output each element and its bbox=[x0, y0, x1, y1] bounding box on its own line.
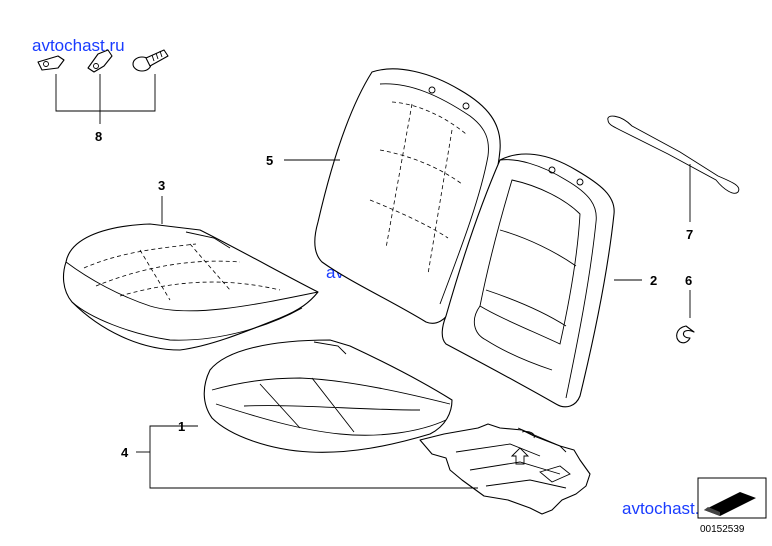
bracket-a bbox=[37, 55, 65, 71]
part-4-label: 4 bbox=[121, 445, 129, 460]
part-5-label: 5 bbox=[266, 153, 273, 168]
part-2-backrest-pad: 2 bbox=[441, 153, 657, 408]
bracket-b bbox=[87, 49, 113, 73]
part-1-label: 1 bbox=[178, 419, 185, 434]
part-3-seat-cover: 3 bbox=[62, 178, 319, 351]
part-4-bracket-line bbox=[149, 425, 478, 489]
part-6-clip: 6 bbox=[676, 273, 695, 344]
part-7-label: 7 bbox=[686, 227, 693, 242]
screw bbox=[132, 49, 169, 72]
part-5-backrest-cover: 5 bbox=[266, 68, 501, 324]
part-8-label: 8 bbox=[95, 129, 102, 144]
watermark-bottom-right: avtochast.ru bbox=[622, 499, 715, 518]
part-1-seat-pad: 1 bbox=[154, 339, 453, 453]
part-2-label: 2 bbox=[650, 273, 657, 288]
part-6-label: 6 bbox=[685, 273, 692, 288]
diagram-reference-icon: 00152539 bbox=[697, 477, 767, 535]
part-3-label: 3 bbox=[158, 178, 165, 193]
watermark-top-left: avtochast.ru bbox=[32, 36, 125, 55]
part-4-seat-mat: 4 bbox=[121, 423, 591, 515]
diagram-id: 00152539 bbox=[700, 524, 745, 535]
part-7-wire: 7 bbox=[607, 115, 740, 242]
part-8-bracket-line bbox=[55, 74, 156, 112]
part-8-fasteners: 8 bbox=[37, 49, 169, 144]
